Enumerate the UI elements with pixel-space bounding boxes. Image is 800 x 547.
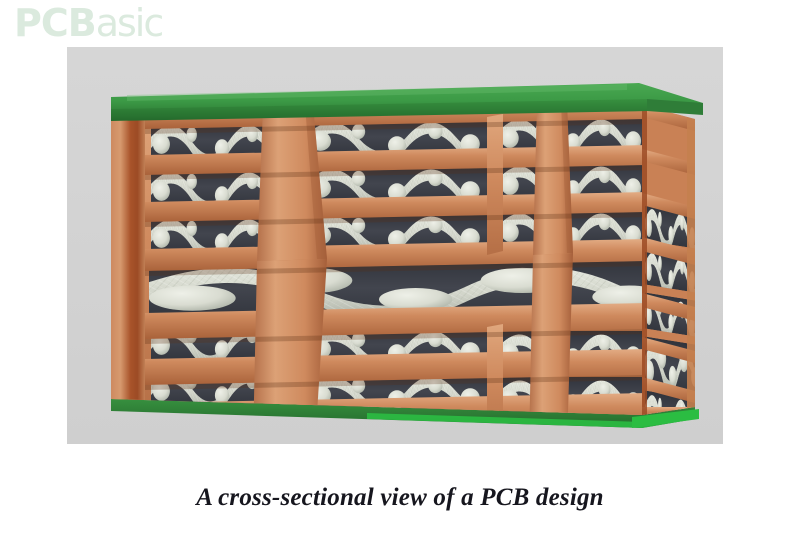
bottom-solder-mask-layer: [111, 399, 695, 428]
logo-text-secondary: asic: [95, 1, 165, 45]
dielectric-gap-right: [487, 114, 503, 255]
pcb-cross-section-illustration: [67, 47, 723, 444]
corner-seam: [642, 105, 647, 415]
left-plated-edge-wall: [111, 105, 145, 407]
solder-mask-front-lip: [111, 99, 647, 121]
logo-text-primary: PCB: [14, 1, 97, 45]
pcbasic-logo: PCBasic: [14, 1, 165, 45]
ambient-shadows: [145, 119, 642, 390]
solder-mask-highlight: [127, 84, 627, 101]
plated-through-hole-via-left: [253, 105, 327, 415]
plated-through-hole-via-right: [529, 105, 573, 415]
laminate-stack-mid: [307, 119, 487, 249]
top-solder-mask-layer: [111, 83, 703, 121]
bottom-solder-mask-right: [632, 409, 699, 428]
right-outer-rim: [687, 117, 695, 411]
laminate-stack-right: [499, 116, 642, 246]
board-front-face: [111, 105, 642, 415]
solder-mask-right-lip: [647, 99, 703, 115]
figure-caption: A cross-sectional view of a PCB design: [196, 484, 604, 511]
pcb-cross-section-figure: [67, 47, 723, 444]
